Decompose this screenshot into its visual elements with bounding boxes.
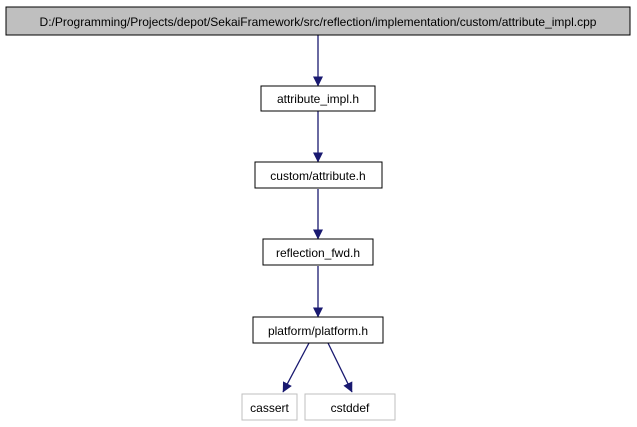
node-custom-attribute-h[interactable]: custom/attribute.h [254,161,383,189]
node-platform-platform-h[interactable]: platform/platform.h [252,316,384,344]
node-attribute-impl-h[interactable]: attribute_impl.h [260,85,376,112]
node-custom-attribute-h-label: custom/attribute.h [270,169,365,183]
node-cstddef-label: cstddef [331,401,370,415]
edge-platform-platform-h-to-cstddef [327,342,353,393]
node-root-file[interactable]: D:/Programming/Projects/depot/SekaiFrame… [5,6,631,36]
node-attribute-impl-h-label: attribute_impl.h [277,92,359,106]
node-cassert: cassert [241,393,298,421]
edges [282,35,353,393]
node-reflection-fwd-h-label: reflection_fwd.h [276,246,360,260]
node-cstddef: cstddef [304,393,396,421]
edge-platform-platform-h-to-cassert [282,342,310,393]
node-platform-platform-h-label: platform/platform.h [268,324,368,338]
node-cassert-label: cassert [250,401,289,415]
node-reflection-fwd-h[interactable]: reflection_fwd.h [262,238,374,266]
node-root-file-label: D:/Programming/Projects/depot/SekaiFrame… [40,15,597,29]
